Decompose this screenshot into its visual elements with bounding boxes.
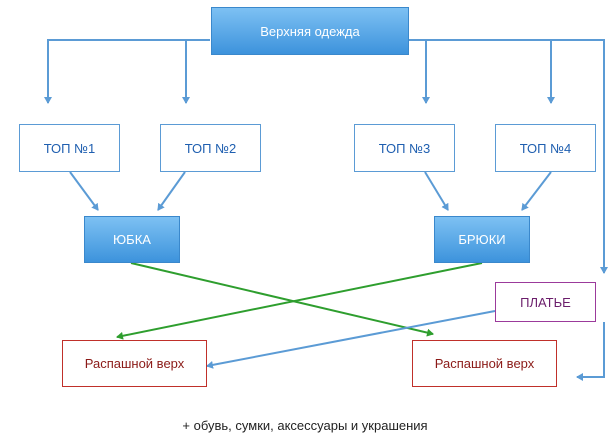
connector-top4-trousers <box>521 171 552 211</box>
node-skirt-label: ЮБКА <box>113 232 151 247</box>
node-top2: ТОП №2 <box>160 124 261 172</box>
connector-outerwear-right <box>409 39 608 274</box>
node-top4-label: ТОП №4 <box>519 140 572 156</box>
connector-top1-skirt <box>69 171 99 211</box>
node-outerwear-label: Верхняя одежда <box>260 23 360 39</box>
node-open-top-left-label: Распашной верх <box>84 356 185 371</box>
node-top2-label: ТОП №2 <box>184 140 237 156</box>
connector-skirt-open-top-right <box>130 262 434 337</box>
node-open-top-left: Распашной верх <box>62 340 207 387</box>
connector-dress-open-top-right <box>576 322 605 381</box>
connector-dress-open-top-left <box>206 310 496 369</box>
node-open-top-right-label: Распашной верх <box>434 356 535 371</box>
footnote-caption: + обувь, сумки, аксессуары и украшения <box>182 418 428 433</box>
node-top1-label: ТОП №1 <box>43 140 96 156</box>
node-trousers-label: БРЮКИ <box>458 232 506 247</box>
node-top1: ТОП №1 <box>19 124 120 172</box>
node-dress-label: ПЛАТЬЕ <box>520 294 571 310</box>
node-open-top-right: Распашной верх <box>412 340 557 387</box>
node-top3-label: ТОП №3 <box>378 140 431 156</box>
connector-trousers-open-top-left <box>116 262 483 340</box>
node-top4: ТОП №4 <box>495 124 596 172</box>
node-trousers: БРЮКИ <box>434 216 530 263</box>
node-skirt: ЮБКА <box>84 216 180 263</box>
connector-top2-skirt <box>157 171 186 211</box>
connector-top3-trousers <box>424 171 449 211</box>
node-dress: ПЛАТЬЕ <box>495 282 596 322</box>
connector-outerwear-left <box>44 39 210 104</box>
node-outerwear: Верхняя одежда <box>211 7 409 55</box>
node-top3: ТОП №3 <box>354 124 455 172</box>
